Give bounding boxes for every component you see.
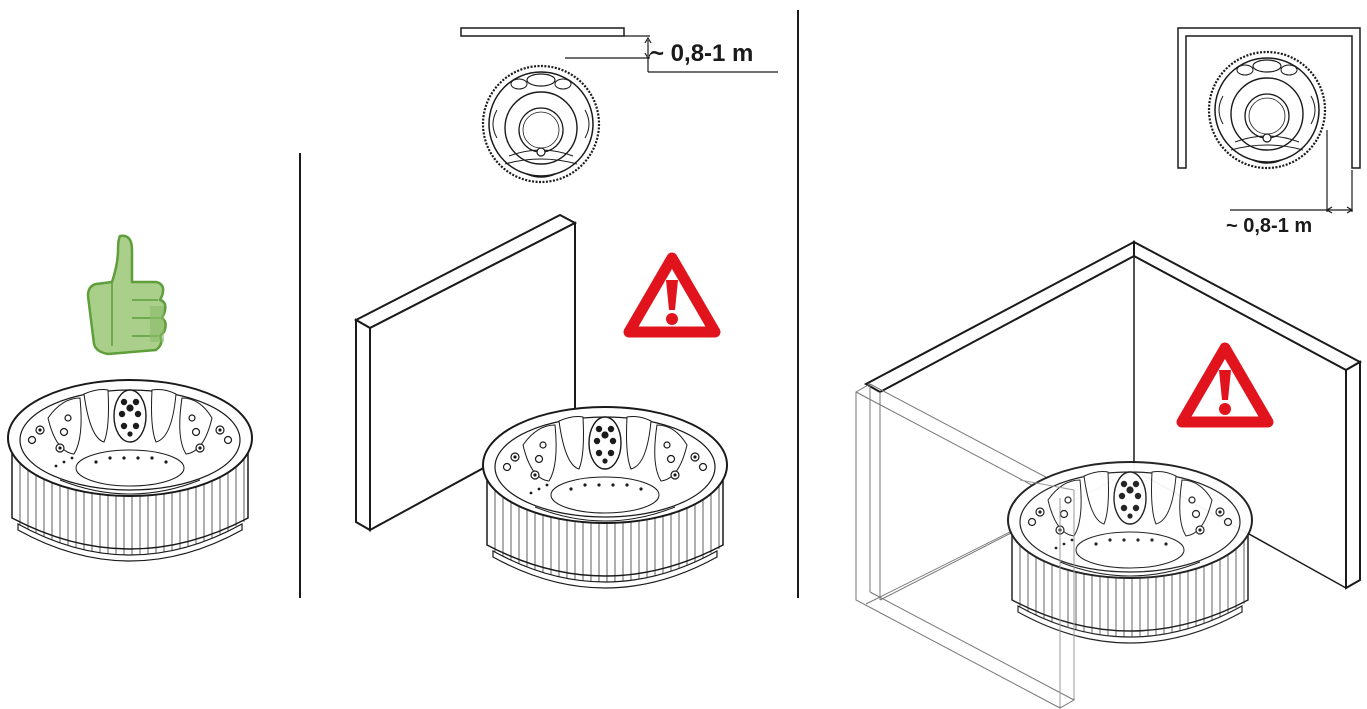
distance-label-middle: ~ 0,8-1 m [650,40,753,67]
wall-panel [353,213,578,532]
dimension-marker-middle [565,35,778,73]
warning-icon-right [1182,348,1268,422]
spa-illustration-right [1007,461,1253,644]
distance-label-right: ~ 0,8-1 m [1226,215,1312,237]
corner-walls [863,240,1363,590]
spa-illustration-middle [482,406,728,589]
spa-illustration-left [7,379,253,562]
warning-icon-middle [629,258,715,332]
dimension-marker-right [1230,130,1354,214]
top-view-corner-walls [1177,27,1361,169]
front-wall-edges [1019,479,1075,706]
thumbs-up-icon [86,234,167,356]
spa-top-view-middle [481,64,601,184]
top-view-wall [460,27,625,37]
spa-top-view-right [1207,50,1327,170]
